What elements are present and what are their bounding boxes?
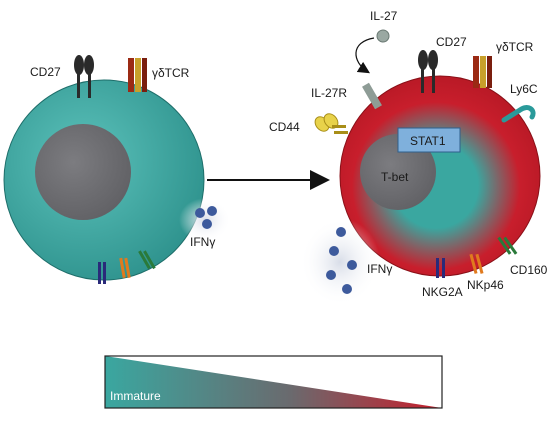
gdtcr-receptor-immature (128, 58, 147, 92)
cd44-label: CD44 (269, 120, 300, 134)
gradient-white-wedge (105, 356, 442, 408)
immature-cell (3, 79, 205, 281)
mature-nucleus (360, 134, 436, 210)
il27-ligand (376, 29, 390, 43)
cd27-receptor-immature (74, 55, 94, 98)
gdtcr-label-mature: γδTCR (496, 40, 534, 54)
nkg2a-label: NKG2A (422, 285, 463, 299)
tbet-label: T-bet (381, 170, 409, 184)
ifng-label-immature: IFNγ (190, 235, 215, 249)
gdtcr-label-immature: γδTCR (152, 66, 190, 80)
mature-cell (339, 75, 541, 277)
cd160-label: CD160 (510, 263, 548, 277)
il27-binding-arrow (355, 37, 375, 74)
surface-markers-immature (98, 250, 156, 284)
il27-label: IL-27 (370, 9, 398, 23)
il27r-receptor (362, 82, 382, 110)
nkp46-label: NKp46 (467, 278, 504, 292)
cd27-receptor-mature (418, 50, 438, 93)
gdtcr-receptor-mature (473, 56, 492, 88)
nkg2a-receptor (436, 258, 445, 278)
cd27-label-immature: CD27 (30, 65, 61, 79)
il27r-label: IL-27R (311, 86, 347, 100)
stat1-label: STAT1 (410, 134, 446, 148)
cd44-receptor (314, 113, 348, 134)
terminally-label: Terminally (375, 361, 429, 375)
cd160-receptor (497, 236, 518, 255)
ifng-beads-immature (179, 198, 231, 242)
nkp46-receptor (469, 253, 484, 274)
ly6c-receptor (501, 105, 536, 123)
differentiated-label: differentiated (352, 376, 421, 390)
ly6c-label: Ly6C (510, 82, 538, 96)
ifng-beads-mature (300, 218, 380, 306)
stat1-box: STAT1 (397, 127, 461, 153)
differentiation-gradient-bar (104, 355, 443, 409)
cd27-label-mature: CD27 (436, 35, 467, 49)
immature-label: Immature (110, 389, 161, 403)
ifng-label-mature: IFNγ (367, 262, 392, 276)
immature-nucleus (35, 124, 131, 220)
